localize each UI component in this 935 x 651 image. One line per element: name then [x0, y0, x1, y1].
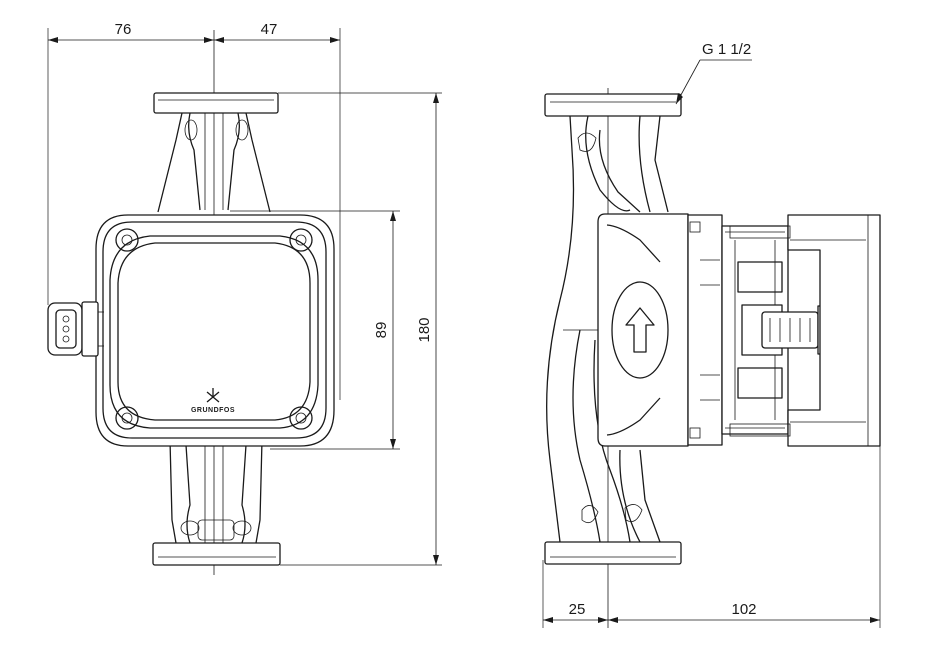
- dim-top-left: 76: [115, 21, 132, 38]
- dim-thread: G 1 1/2: [702, 41, 751, 58]
- front-lower-neck: [169, 439, 263, 544]
- dim-top-right: 47: [261, 21, 278, 38]
- front-view: GRUNDFOS 76 47 89: [47, 21, 442, 575]
- grundfos-logo: GRUNDFOS: [191, 388, 235, 414]
- corner-screws: [115, 228, 313, 430]
- side-bottom-flange: [544, 541, 682, 565]
- dim-bottom-left: 25: [569, 601, 586, 618]
- front-upper-neck: [157, 112, 271, 213]
- logo-text: GRUNDFOS: [191, 407, 235, 414]
- side-motor-housing: [597, 213, 689, 447]
- front-top-flange: [153, 92, 279, 114]
- side-mid-plate: [687, 214, 723, 446]
- front-connector-plug: [47, 301, 104, 357]
- side-terminal-box: [787, 214, 881, 447]
- dim-height-inner: 89: [373, 322, 390, 339]
- side-top-flange: [544, 93, 682, 117]
- dim-height-total: 180: [416, 317, 433, 342]
- dim-bottom-right: 102: [731, 601, 756, 618]
- front-bottom-flange: [152, 542, 281, 566]
- flow-direction-arrow: [611, 281, 669, 379]
- side-view: G 1 1/2 25 102: [542, 41, 881, 628]
- side-body-left: [546, 115, 575, 543]
- front-display-face: [117, 242, 311, 421]
- thread-callout: G 1 1/2: [675, 41, 752, 105]
